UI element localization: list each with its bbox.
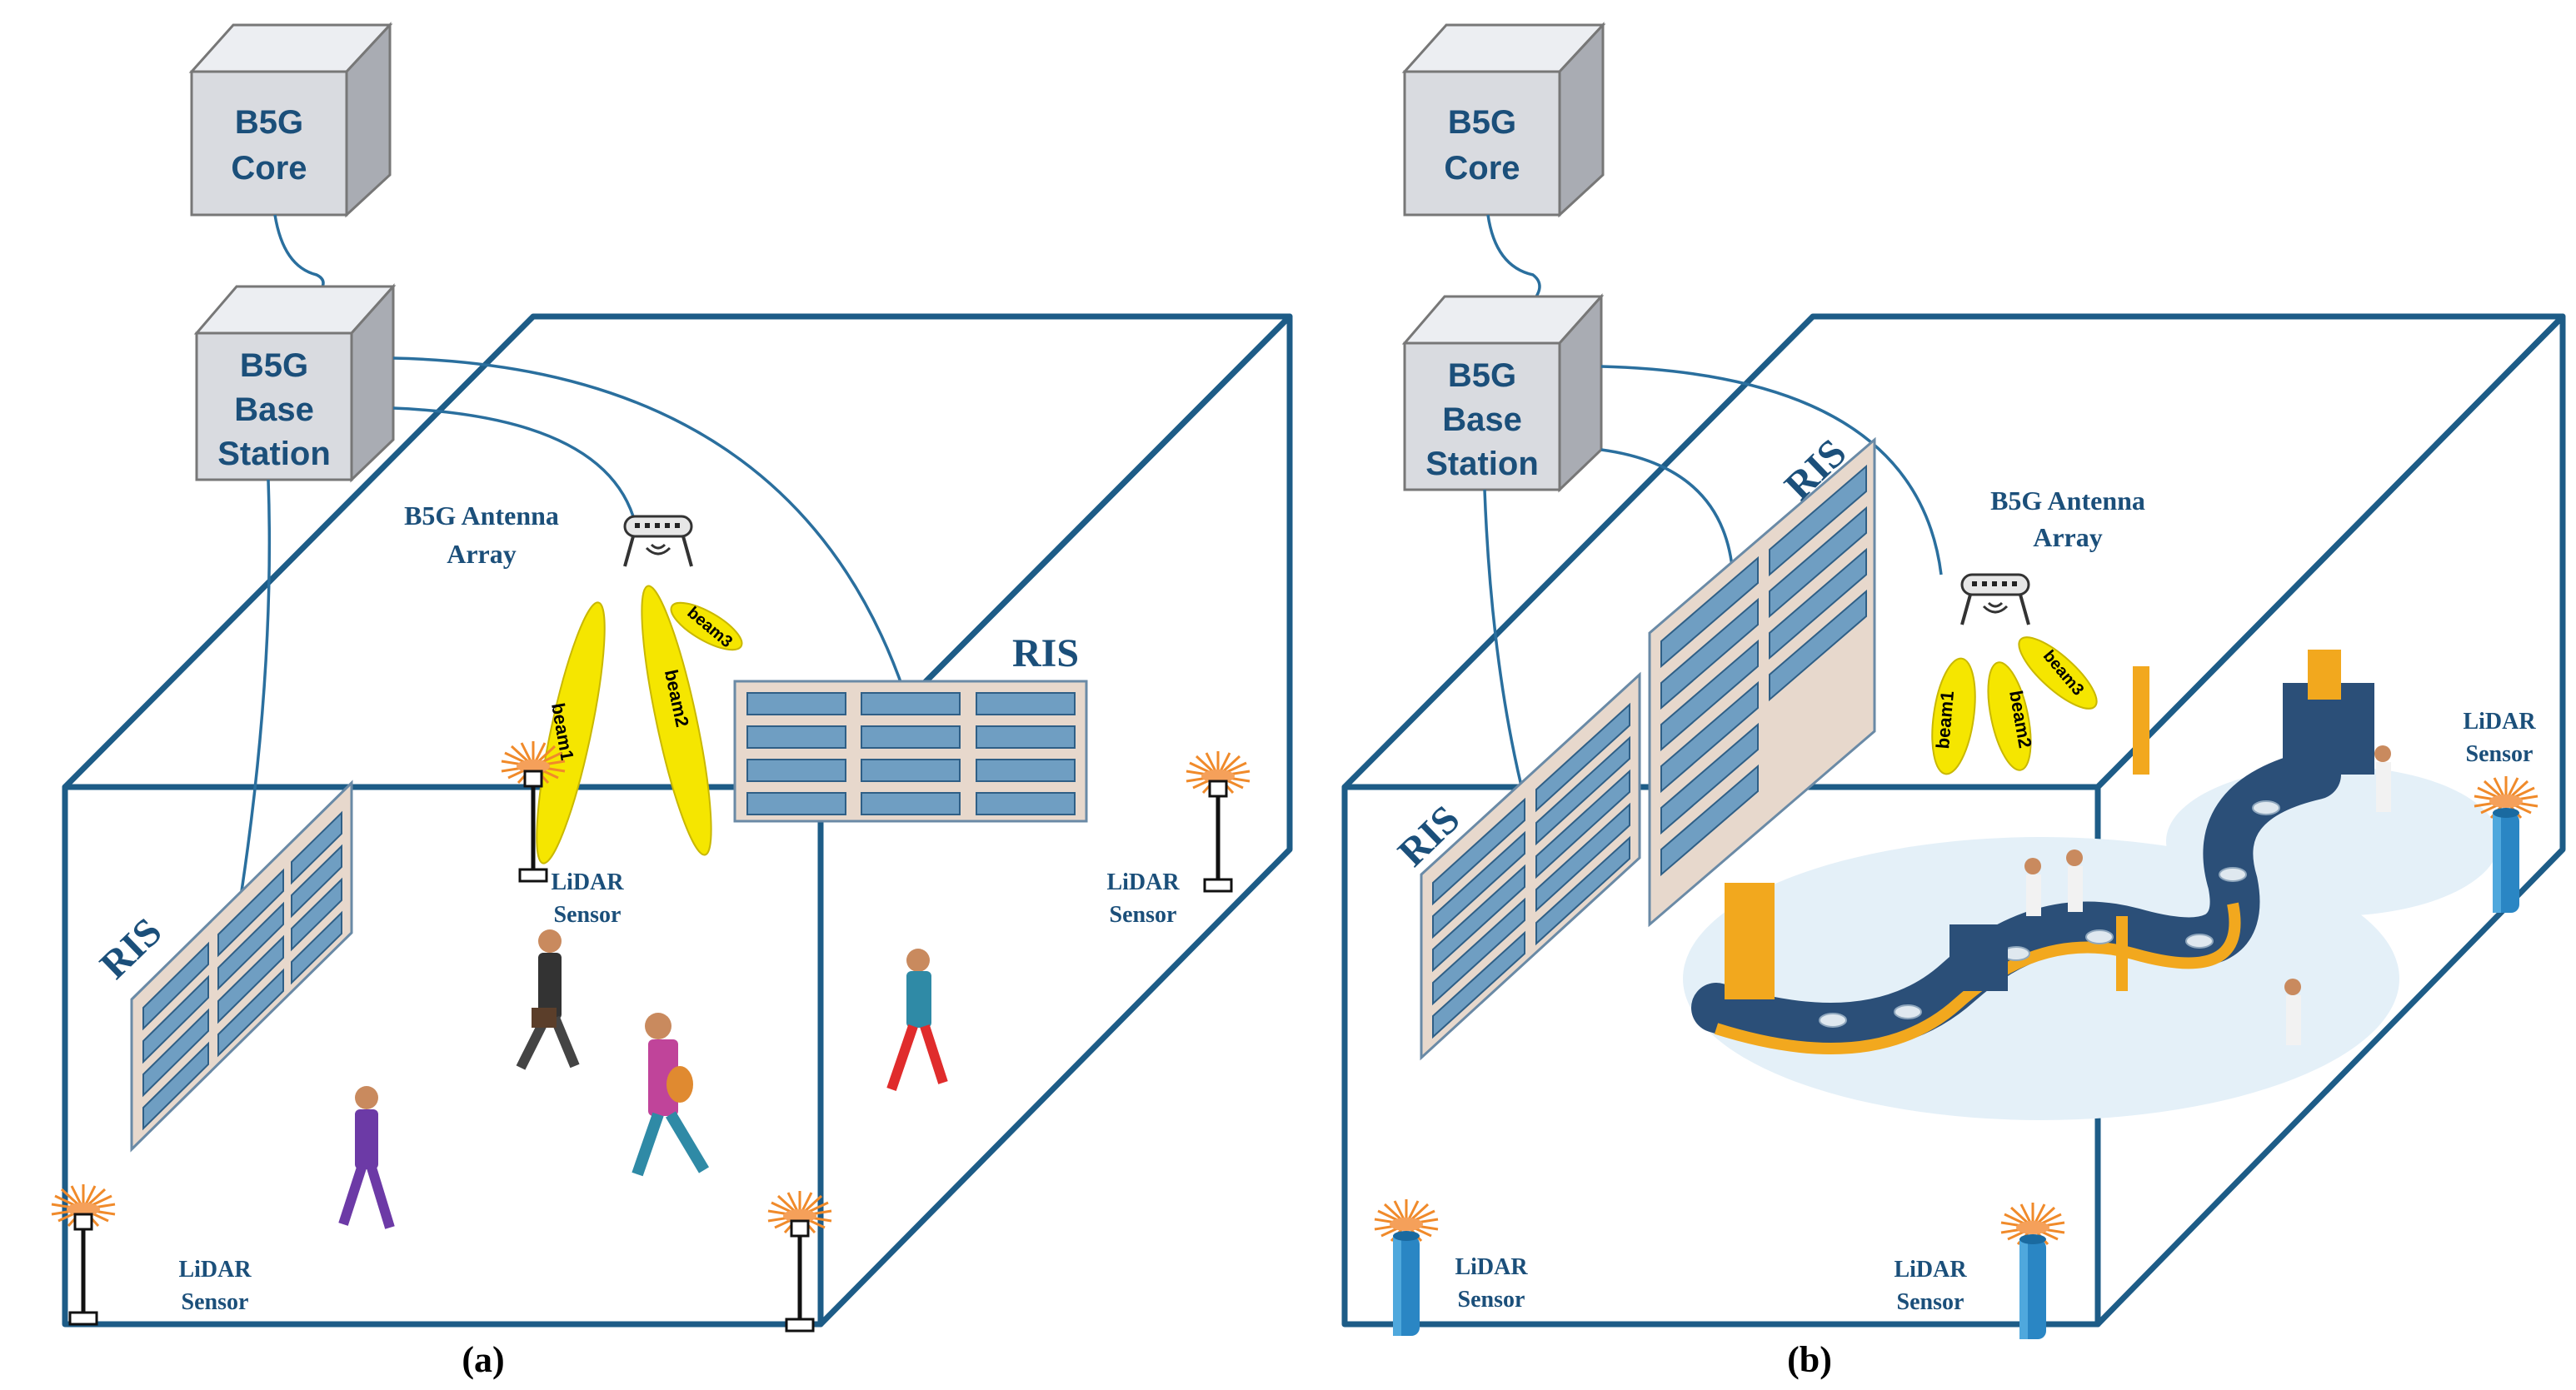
beam2-a: beam2 [641, 585, 712, 856]
ris-ceiling-label-a: RIS [1012, 631, 1079, 675]
beam1-b: beam1 [1931, 657, 1976, 775]
lidar-right-label-line1: LiDAR [1106, 869, 1180, 895]
person-red-pants [886, 949, 948, 1091]
base-station-box-b: B5G Base Station [1401, 293, 1605, 493]
core-box-b: B5G Core [1401, 22, 1606, 218]
cable-bs-ris-ceiling-a [392, 356, 906, 692]
lidar-top-label-line2: Sensor [554, 902, 622, 928]
antenna-icon-a [623, 515, 693, 568]
antenna-label-line1: B5G Antenna [404, 501, 559, 531]
core-label-line2: Core [231, 150, 307, 187]
bs-label-b-line1: B5G [1448, 357, 1516, 394]
core-label-b-line1: B5G [1448, 104, 1516, 141]
bs-label-line1: B5G [240, 347, 308, 384]
lidar-top-label-line1: LiDAR [551, 869, 624, 895]
core-label-line1: B5G [235, 104, 303, 141]
lidar-bottom-mid-b [1999, 1201, 2066, 1339]
beam1-b-label: beam1 [1932, 690, 1958, 750]
antenna-label-b-line1: B5G Antenna [1990, 486, 2145, 516]
lidar-bm-b-label-line1: LiDAR [1894, 1257, 1967, 1283]
cable-bs-ris-side-b [1483, 489, 1526, 800]
antenna-label-b-line2: Array [2033, 522, 2103, 552]
lidar-right-a [1185, 750, 1251, 891]
antenna-label-line2: Array [447, 539, 517, 569]
lidar-bm-b-label-line2: Sensor [1897, 1289, 1964, 1315]
ris-wall-a [130, 780, 353, 1153]
bs-label-line3: Station [217, 436, 331, 472]
ris-side-b [1420, 671, 1641, 1061]
antenna-icon-b [1960, 573, 2030, 626]
panel-b: B5G Core B5G Base Station [1341, 22, 2566, 1380]
bs-label-b-line2: Base [1442, 401, 1522, 438]
panel-a: B5G Core B5G Base Station B5G Antenna Ar… [50, 22, 1293, 1380]
beam1-a: beam1 [536, 601, 606, 864]
bs-label-line2: Base [234, 391, 314, 428]
caption-a: (a) [462, 1339, 504, 1380]
base-station-box-a: B5G Base Station [193, 283, 397, 483]
lidar-bl-b-label-line1: LiDAR [1455, 1254, 1528, 1280]
caption-b: (b) [1787, 1339, 1832, 1380]
lidar-right-b-label-line2: Sensor [2466, 741, 2534, 767]
core-label-b-line2: Core [1444, 150, 1520, 187]
person-purple [338, 1086, 395, 1229]
ris-top-b [1648, 436, 1876, 928]
person-businessman [516, 929, 580, 1070]
lidar-bottom-label-line1: LiDAR [178, 1257, 252, 1283]
worker-figures [2024, 745, 2391, 1045]
lidar-bottom-label-line2: Sensor [182, 1289, 249, 1315]
cable-bs-antenna-b [1600, 365, 1943, 575]
cable-bs-ris-wall-a [240, 479, 272, 892]
beam2-b: beam2 [1987, 661, 2036, 771]
cable-bs-ris-top-b [1600, 448, 1735, 575]
cable-core-bs-b [1486, 214, 1541, 311]
core-box-a: B5G Core [188, 22, 393, 218]
lidar-bottom-left-a [50, 1183, 117, 1324]
lidar-right-b-label-line1: LiDAR [2463, 709, 2536, 735]
cable-bs-antenna-a [392, 406, 635, 517]
bs-label-b-line3: Station [1425, 446, 1539, 482]
factory-floor [1683, 650, 2499, 1120]
lidar-right-label-line2: Sensor [1110, 902, 1177, 928]
lidar-bl-b-label-line2: Sensor [1458, 1287, 1525, 1313]
lidar-bottom-left-b [1373, 1198, 1440, 1336]
person-backpack [632, 1013, 710, 1177]
ris-ceiling-a [733, 680, 1088, 823]
